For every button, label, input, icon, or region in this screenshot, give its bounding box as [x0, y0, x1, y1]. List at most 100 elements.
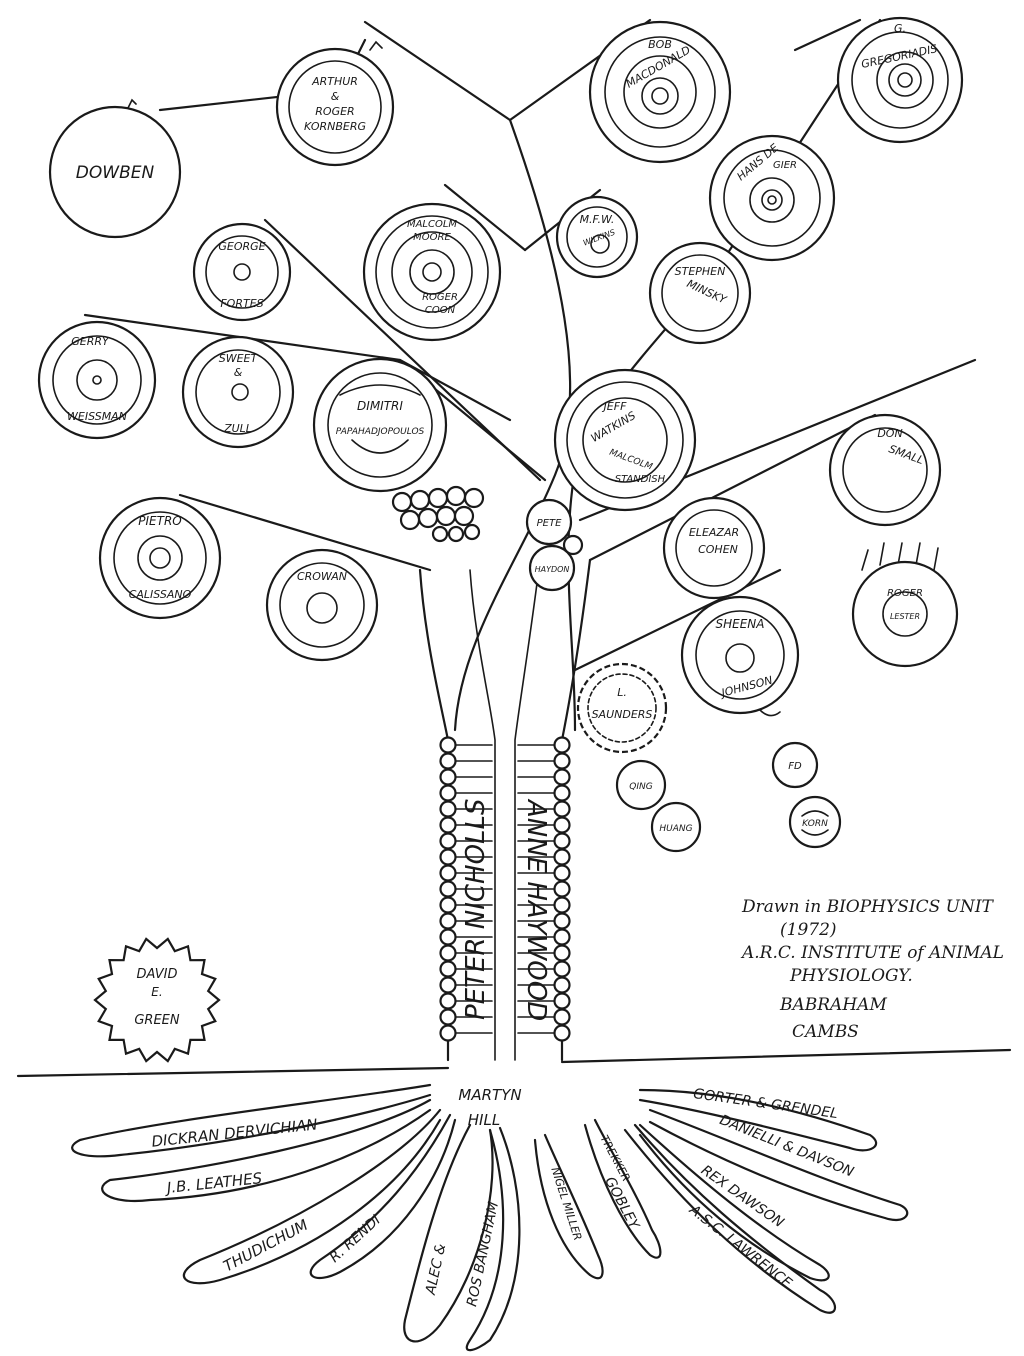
trunk-bead — [553, 992, 571, 1010]
svg-text:ROGER: ROGER — [887, 588, 923, 599]
svg-text:R. RENDI: R. RENDI — [327, 1212, 384, 1266]
svg-text:SAUNDERS: SAUNDERS — [592, 708, 653, 721]
trunk-bead — [439, 960, 457, 978]
caption-line-2: (1972) — [780, 920, 837, 940]
svg-text:SHEENA: SHEENA — [716, 617, 765, 631]
svg-text:M.F.W.: M.F.W. — [580, 213, 615, 226]
trunk-bead — [553, 896, 571, 914]
trunk-bead — [553, 1024, 571, 1042]
svg-text:DOWBEN: DOWBEN — [76, 163, 155, 183]
leaf-sheena-johnson: SHEENA JOHNSON — [680, 595, 800, 717]
leaf-eleazar-cohen: ELEAZAR COHEN — [662, 496, 766, 600]
svg-text:GREEN: GREEN — [134, 1013, 180, 1028]
leaf-dowben: DOWBEN — [48, 98, 182, 239]
trunk-bead — [439, 1008, 457, 1026]
svg-text:MOORE: MOORE — [413, 232, 451, 243]
trunk-mid-line-1 — [469, 569, 496, 1061]
leaf-roger-lester: ROGER LESTER — [851, 542, 959, 668]
caption-line-5: BABRAHAM — [779, 995, 887, 1015]
svg-text:DIMITRI: DIMITRI — [357, 399, 403, 413]
svg-text:GEORGE: GEORGE — [218, 240, 265, 253]
trunk-bead — [439, 864, 457, 882]
leaf-crowan: CROWAN — [265, 548, 379, 662]
caption-line-3: A.R.C. INSTITUTE of ANIMAL — [740, 943, 1004, 963]
leaf-qing: QING — [615, 759, 667, 811]
svg-text:STANDISH: STANDISH — [615, 474, 666, 485]
svg-text:WEISSMAN: WEISSMAN — [67, 410, 127, 423]
caption-line-4: PHYSIOLOGY. — [789, 966, 913, 986]
svg-text:ALEC &: ALEC & — [423, 1242, 450, 1297]
svg-text:NIGEL MILLER: NIGEL MILLER — [548, 1166, 584, 1242]
branch-malcolm — [443, 183, 527, 252]
svg-text:PIETRO: PIETRO — [138, 514, 181, 528]
trunk-bead — [553, 880, 571, 898]
trunk-bead — [553, 768, 571, 786]
trunk-bead — [553, 832, 571, 850]
root-dickran: DICKRAN DERVICHIAN — [71, 1083, 432, 1158]
trunk-bead — [553, 752, 571, 770]
branch-pietro — [178, 493, 432, 572]
branch-eleazar — [588, 413, 877, 562]
leaf-pete: PETE — [525, 498, 573, 546]
trunk-bead — [553, 800, 571, 818]
trunk-bead — [439, 736, 457, 754]
leaf-gerry-weissman: GERRY WEISSMAN — [37, 320, 157, 440]
svg-text:COON: COON — [425, 305, 456, 316]
leaves: DOWBEN ARTHUR & ROGER KORNBERG BOB MACDO… — [37, 16, 964, 853]
svg-text:QING: QING — [629, 782, 652, 792]
svg-text:ELEAZAR: ELEAZAR — [689, 526, 739, 539]
svg-text:FORTES: FORTES — [220, 297, 263, 310]
svg-text:DICKRAN DERVICHIAN: DICKRAN DERVICHIAN — [151, 1115, 319, 1150]
trunk-mid-line-2 — [514, 559, 541, 1061]
svg-text:DON: DON — [877, 427, 902, 440]
svg-text:HUANG: HUANG — [659, 824, 692, 834]
trunk-bead — [553, 864, 571, 882]
trunk-name-peter-nicholls: PETER NICHOLLS — [461, 798, 491, 1020]
trunk-bead — [553, 944, 571, 962]
root-martyn-hill-line2: HILL — [468, 1111, 500, 1129]
svg-text:&: & — [331, 90, 340, 103]
root-nigel-miller: NIGEL MILLER — [533, 1133, 604, 1280]
svg-text:ROS BANGHAM: ROS BANGHAM — [464, 1200, 502, 1308]
leaf-george-fortes: GEORGE FORTES — [192, 222, 292, 322]
svg-text:SWEET: SWEET — [219, 352, 259, 365]
trunk-bead — [439, 1024, 457, 1042]
leaf-fd: FD — [771, 741, 819, 789]
trunk-lipid-heads — [439, 736, 571, 1042]
trunk-bead — [439, 912, 457, 930]
svg-text:HAYDON: HAYDON — [535, 565, 570, 574]
svg-text:CROWAN: CROWAN — [297, 570, 347, 583]
trunk-bead — [439, 944, 457, 962]
trunk-bead — [439, 976, 457, 994]
svg-text:KORNBERG: KORNBERG — [304, 120, 366, 133]
trunk-bead — [553, 976, 571, 994]
trunk-bead — [439, 816, 457, 834]
leaf-pietro: PIETRO CALISSANO — [98, 496, 222, 620]
svg-text:&: & — [234, 366, 243, 379]
trunk-bead — [553, 960, 571, 978]
svg-text:BOB: BOB — [648, 38, 672, 51]
drawing-caption: Drawn in BIOPHYSICS UNIT (1972) A.R.C. I… — [740, 897, 1004, 1042]
leaf-dimitri: DIMITRI PAPAHADJOPOULOS — [312, 357, 448, 493]
trunk-bead — [553, 784, 571, 802]
trunk-bead — [439, 848, 457, 866]
leaf-bubble-cluster — [391, 485, 485, 543]
branch-gregoriadis — [793, 18, 862, 52]
leaf-jeff-watkins: JEFF WATKINS MALCOLM STANDISH — [553, 368, 697, 512]
svg-text:GIER: GIER — [773, 160, 797, 171]
svg-text:ZULL: ZULL — [223, 422, 252, 435]
svg-text:ARTHUR: ARTHUR — [311, 75, 358, 88]
leaf-korn: KORN — [788, 795, 842, 849]
trunk-name-anne-haywood: ANNE HAYWOOD — [521, 798, 551, 1021]
roots: MARTYN HILL DICKRAN DERVICHIAN J.B. LEAT… — [71, 1083, 909, 1352]
trunk-bead — [553, 912, 571, 930]
caption-line-6: CAMBS — [792, 1022, 859, 1042]
trunk-bead — [439, 800, 457, 818]
trunk-bead — [439, 928, 457, 946]
leaf-don-small: DON SMALL — [828, 413, 942, 527]
trunk-bead — [553, 1008, 571, 1026]
svg-text:COHEN: COHEN — [698, 543, 738, 556]
svg-text:GORTER & GRENDEL: GORTER & GRENDEL — [692, 1086, 839, 1122]
